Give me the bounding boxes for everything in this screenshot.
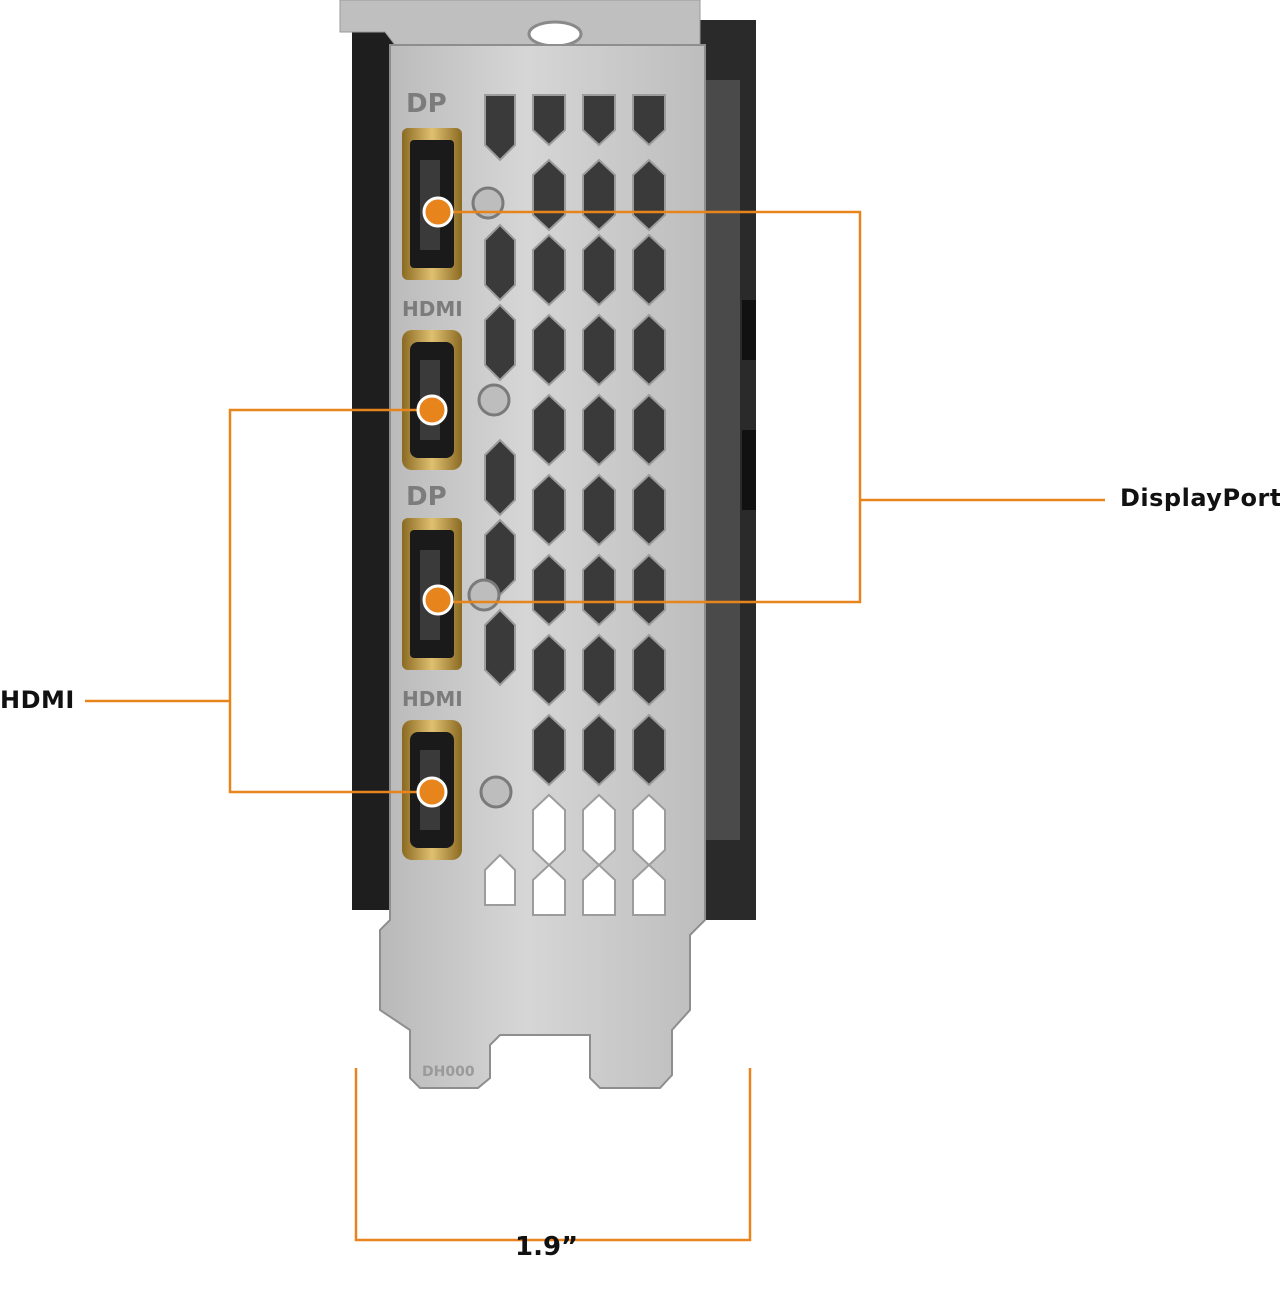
vent-grid-lower [484, 793, 666, 916]
port-label-dp-2: DP [406, 482, 447, 512]
callout-dot [416, 196, 454, 808]
callout-lines [85, 210, 1105, 1242]
vent-grid [484, 94, 666, 787]
bracket-top-tab [339, 0, 701, 46]
screw-hole [527, 20, 583, 48]
port-label-hdmi-2: HDMI [402, 687, 463, 711]
port-label-hdmi-1: HDMI [402, 297, 463, 321]
port-label-dp-1: DP [406, 89, 447, 119]
bracket-stamp: DH000 [422, 1064, 475, 1080]
bracket-width-label: 1.9” [515, 1232, 579, 1262]
displayport-callout-label: DisplayPort [1120, 484, 1280, 512]
screw-icon [467, 186, 513, 809]
hdmi-callout-label: HDMI [0, 686, 75, 714]
